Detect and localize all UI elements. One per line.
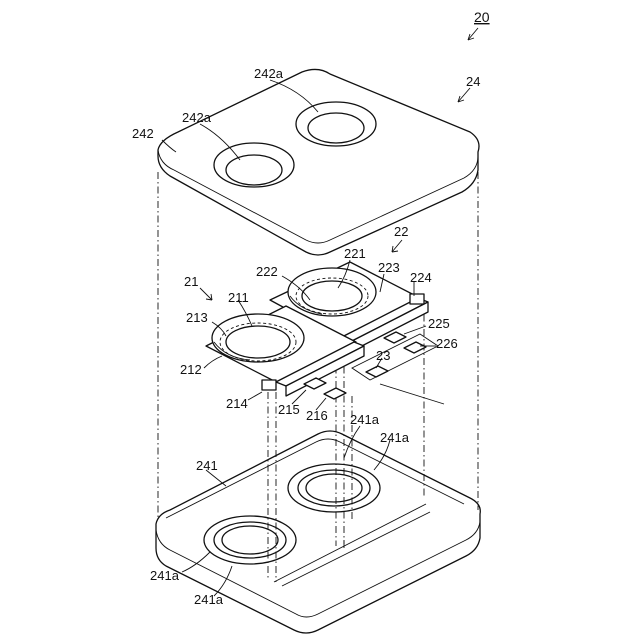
label-214: 214	[226, 396, 248, 411]
label-22: 22	[394, 224, 408, 239]
cover-hole-right	[296, 102, 376, 146]
label-226: 226	[436, 336, 458, 351]
cover-hole-left	[214, 143, 294, 187]
label-222: 222	[256, 264, 278, 279]
label-216: 216	[306, 408, 328, 423]
label-242a-left: 242a	[182, 110, 212, 125]
label-24: 24	[466, 74, 480, 89]
label-212: 212	[180, 362, 202, 377]
label-241: 241	[196, 458, 218, 473]
label-241a-left-b: 241a	[194, 592, 224, 607]
label-21: 21	[184, 274, 198, 289]
label-223: 223	[378, 260, 400, 275]
label-224: 224	[410, 270, 432, 285]
label-211: 211	[228, 290, 249, 305]
label-221: 221	[344, 246, 366, 261]
label-215: 215	[278, 402, 300, 417]
label-242a-right: 242a	[254, 66, 284, 81]
label-241a-left-a: 241a	[150, 568, 180, 583]
label-23: 23	[376, 348, 390, 363]
base-hole-left	[204, 516, 296, 564]
label-20: 20	[474, 9, 490, 25]
label-241a-mid: 241a	[350, 412, 380, 427]
base-hole-right	[288, 464, 380, 512]
label-213: 213	[186, 310, 208, 325]
label-225: 225	[428, 316, 450, 331]
label-242: 242	[132, 126, 154, 141]
label-241a-right: 241a	[380, 430, 410, 445]
cover-242	[158, 69, 479, 255]
